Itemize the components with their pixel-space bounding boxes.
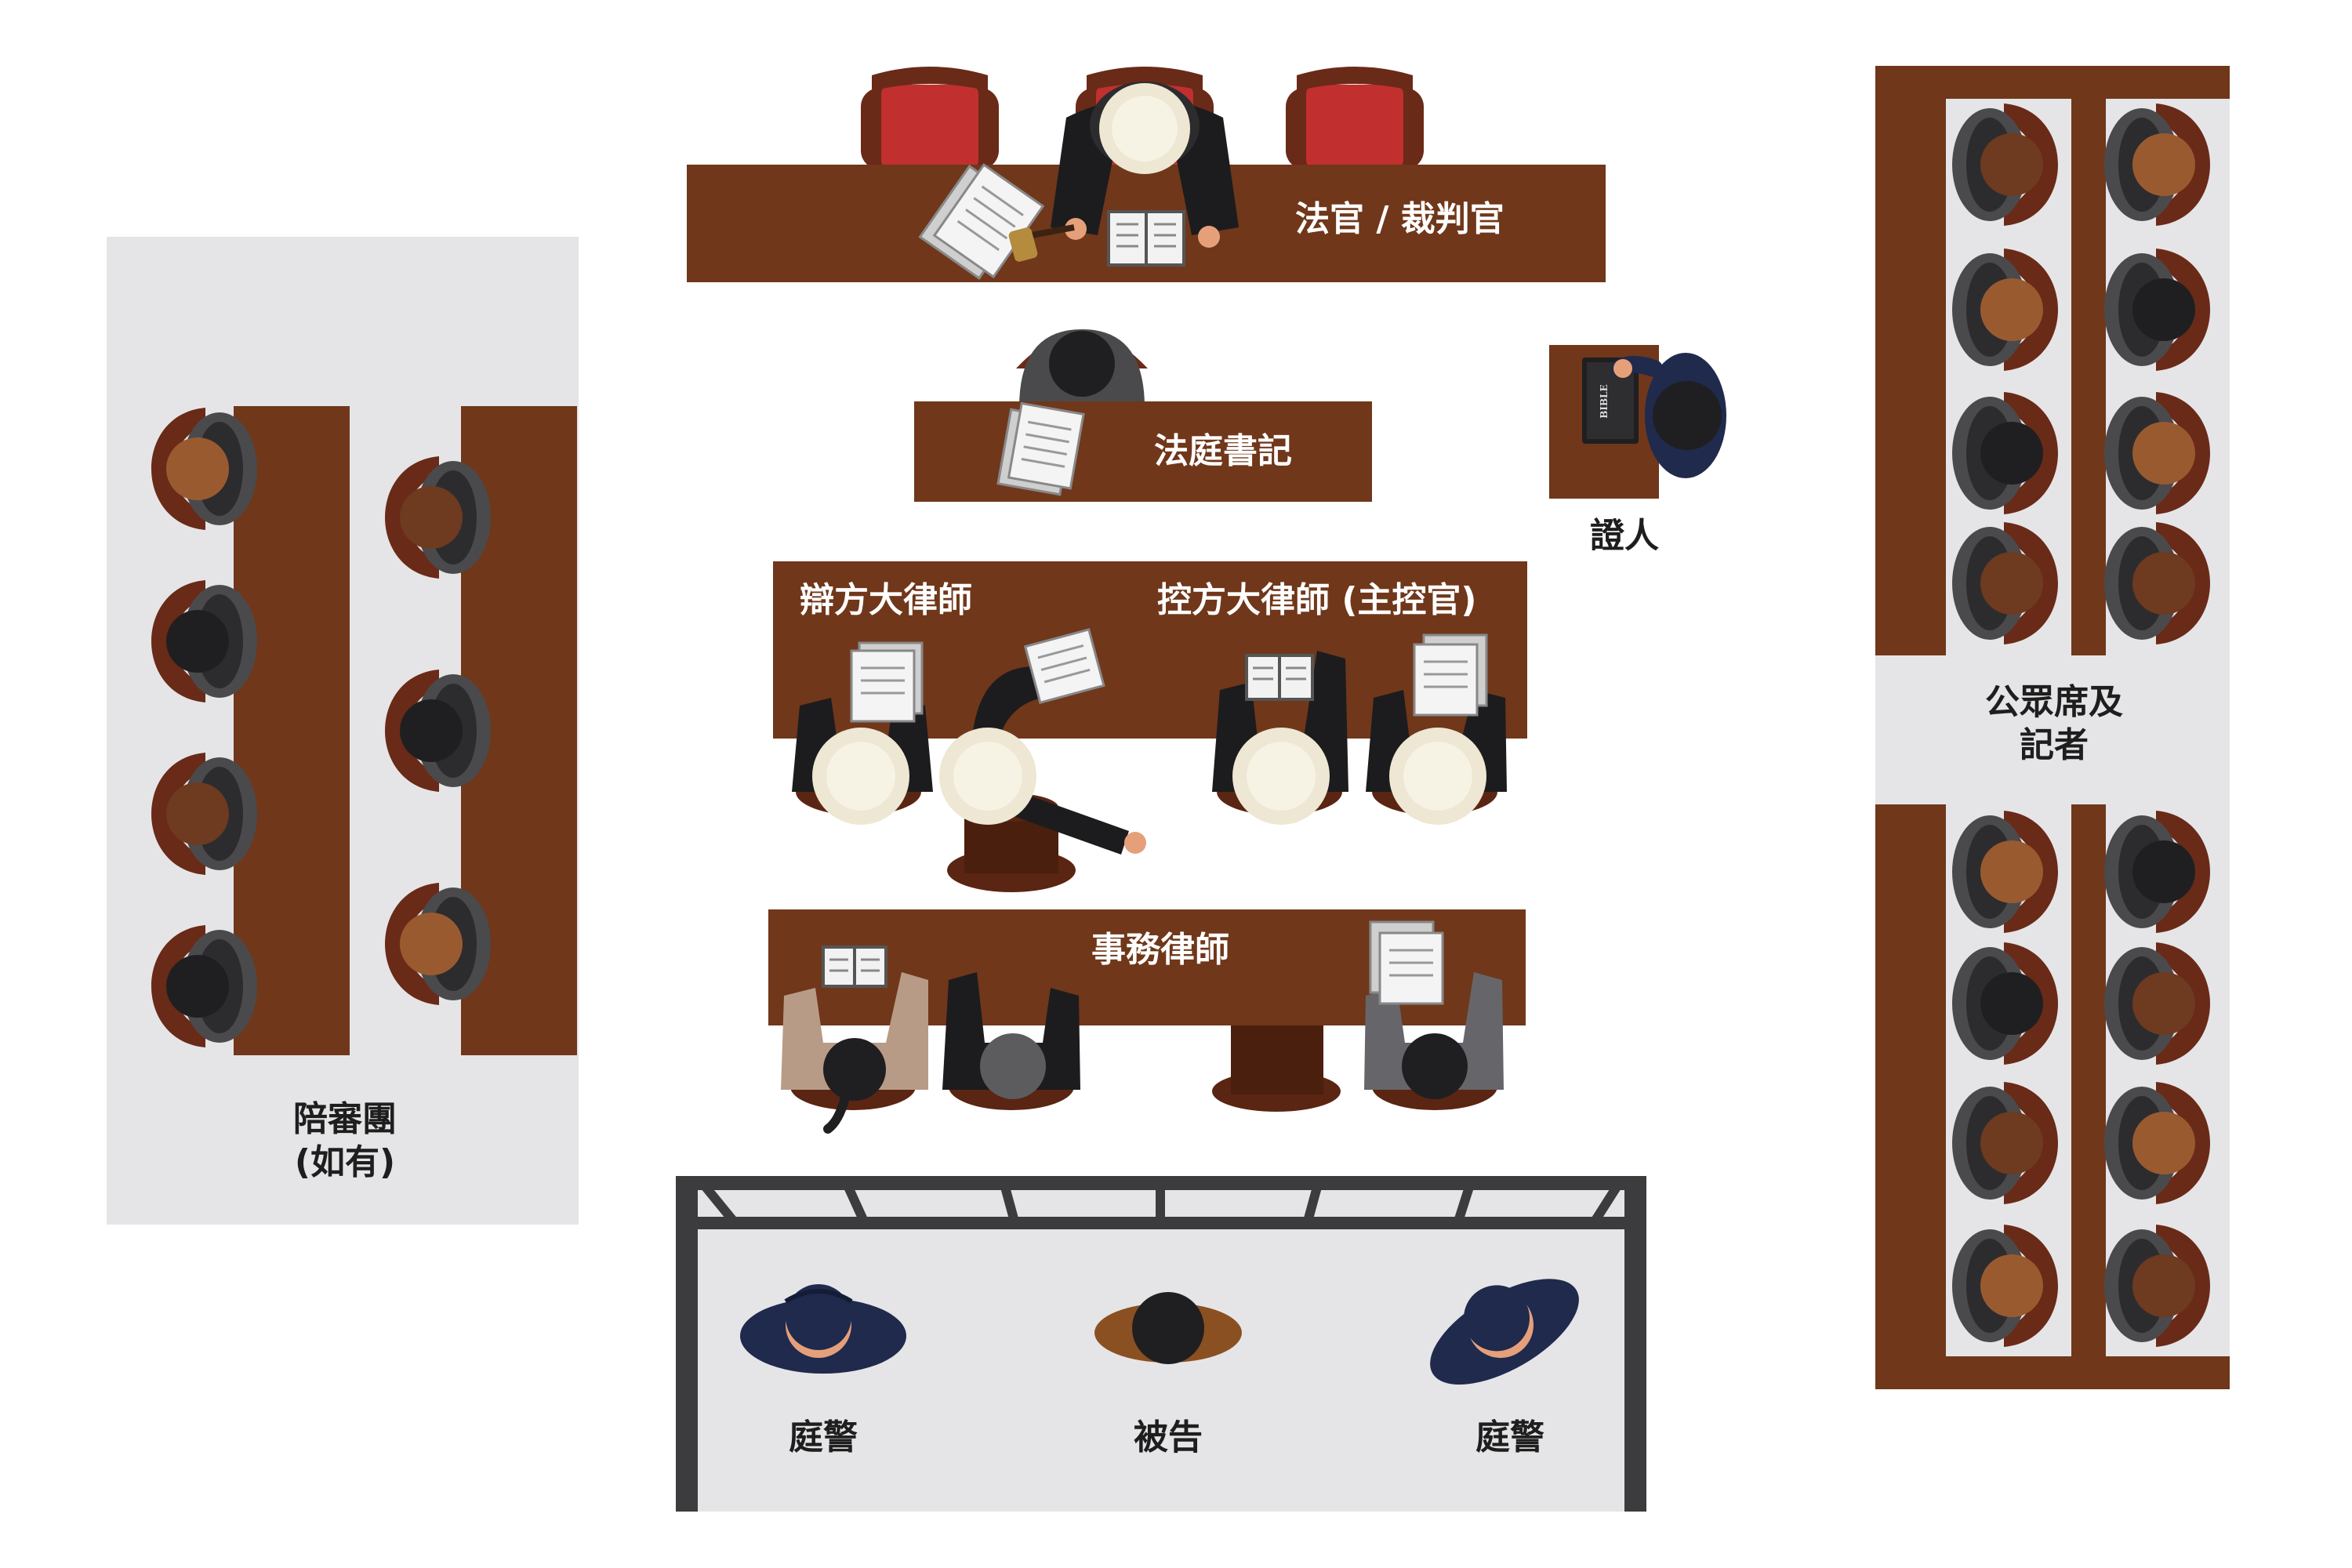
papers-icon (1023, 628, 1105, 704)
left-guard-label: 庭警 (789, 1417, 858, 1457)
witness-label: 證人 (1590, 516, 1659, 556)
right-guard-label: 庭警 (1475, 1417, 1544, 1457)
jury-bench-1 (234, 406, 350, 1055)
papers-icon (1369, 920, 1444, 1005)
public-bench-1 (1875, 66, 1946, 655)
prosecution-counsel-label: 控方大律師 (主控官) (1157, 580, 1477, 620)
gavel-icon (1008, 224, 1075, 262)
public-gallery-label-line2: 記者 (2020, 725, 2089, 765)
open-book-icon (1107, 210, 1185, 267)
defendant-label: 被告 (1134, 1417, 1203, 1457)
public-gallery-label: 公眾席及 記者 (1936, 681, 2172, 767)
open-book-icon (1245, 654, 1314, 701)
bible-label: BIBLE (1599, 384, 1610, 418)
jury-label: 陪審團 (如有) (235, 1098, 455, 1184)
jury-label-line2: (如有) (294, 1142, 396, 1182)
jury-label-line1: 陪審團 (293, 1099, 397, 1139)
clerk-desk (914, 401, 1372, 502)
papers-icon (1413, 633, 1488, 717)
public-gallery-label-line1: 公眾席及 (1985, 682, 2123, 722)
public-bench-4 (2071, 804, 2106, 1389)
papers-icon (996, 401, 1085, 496)
clerk-label: 法庭書記 (1154, 431, 1292, 471)
public-bench-2 (2071, 66, 2106, 655)
judge-label: 法官 / 裁判官 (1295, 199, 1504, 239)
solicitors-label: 事務律師 (1091, 930, 1229, 970)
defence-counsel-label: 辯方大律師 (800, 580, 972, 620)
open-book-icon (822, 946, 887, 988)
papers-icon (850, 641, 924, 723)
chair-icon (1286, 67, 1424, 169)
public-bench-3 (1875, 804, 1946, 1389)
chair-icon (861, 67, 999, 169)
